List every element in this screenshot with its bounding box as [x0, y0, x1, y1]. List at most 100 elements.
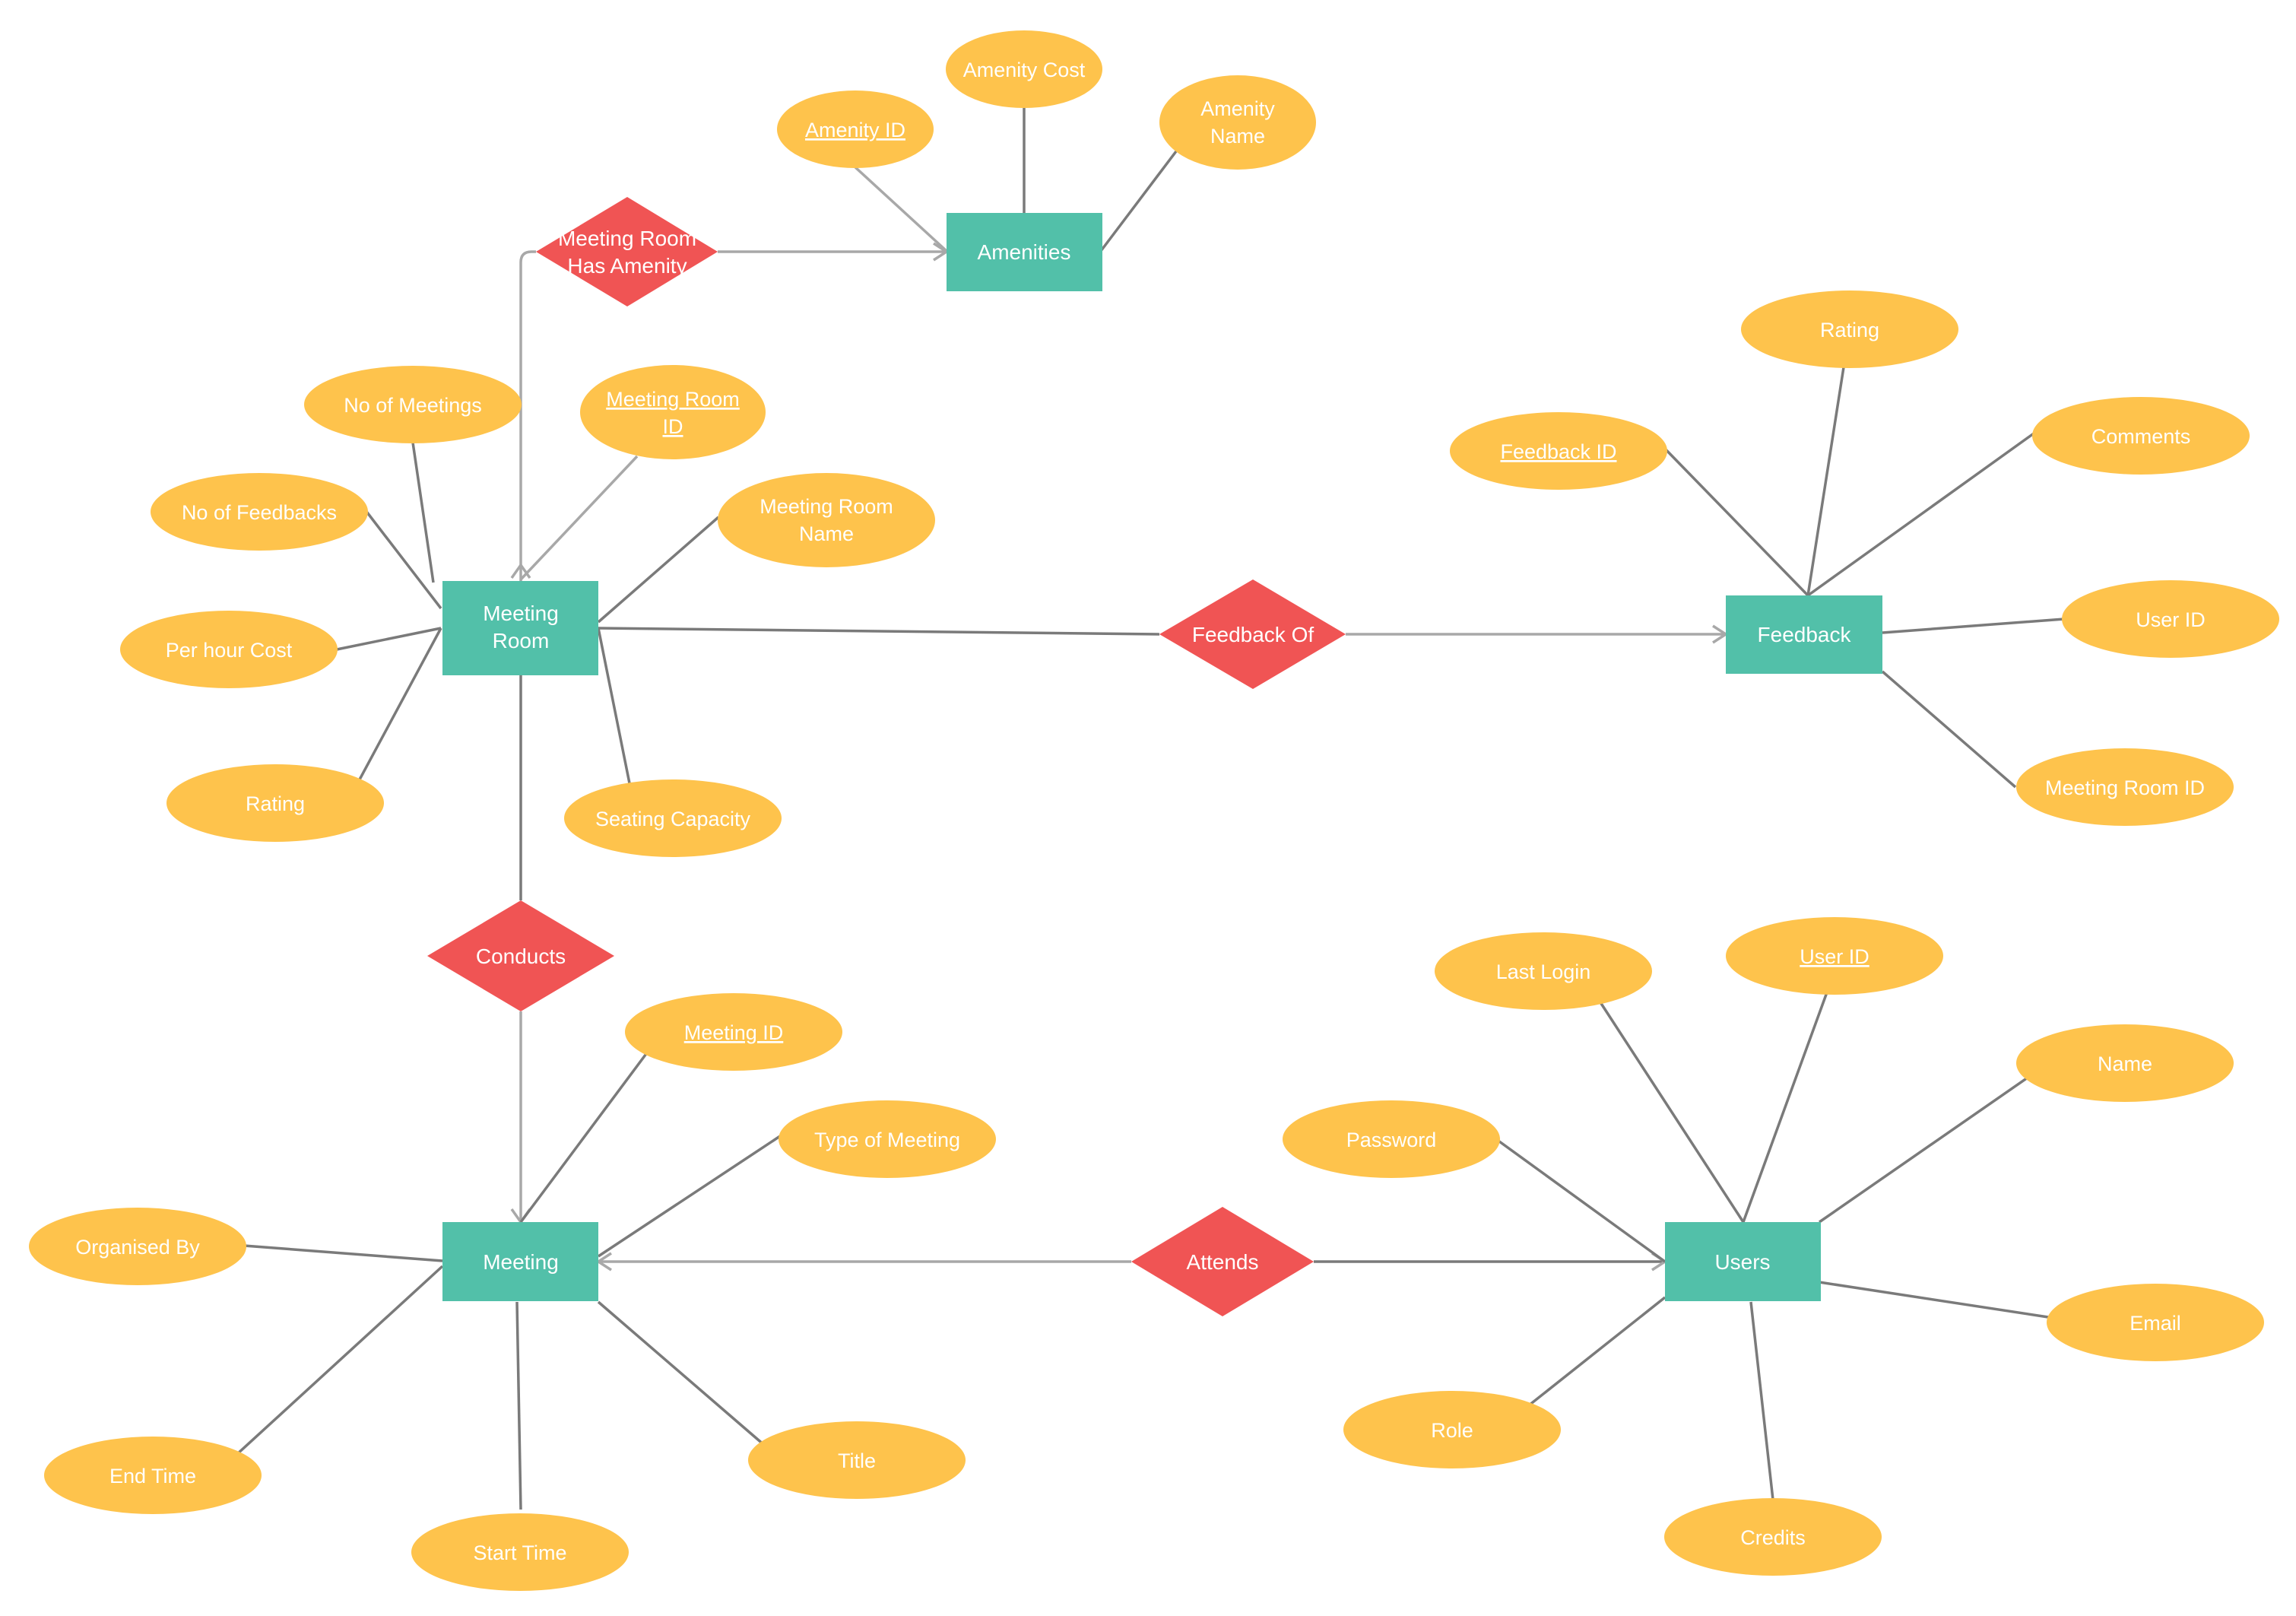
attribute-room-rating[interactable]: Rating	[166, 764, 384, 842]
edge-organised-by	[243, 1244, 443, 1262]
edge-no-of-meetings	[411, 442, 435, 583]
attribute-organised-by[interactable]: Organised By	[29, 1208, 246, 1285]
attribute-label: Name	[2098, 1052, 2152, 1075]
attribute-end-time[interactable]: End Time	[44, 1437, 262, 1514]
attribute-role[interactable]: Role	[1343, 1391, 1561, 1468]
entity-label: Amenities	[978, 240, 1071, 264]
edge-title	[597, 1300, 766, 1446]
entity-feedback[interactable]: Feedback	[1726, 595, 1882, 674]
attribute-label-line1: Amenity	[1200, 97, 1275, 120]
edge-end-time	[236, 1265, 444, 1456]
attribute-name[interactable]: Name	[2016, 1024, 2234, 1102]
relationship-has-amenity[interactable]: Meeting Room Has Amenity	[536, 197, 718, 306]
attribute-ellipse	[1283, 1100, 1500, 1178]
entity-users[interactable]: Users	[1665, 1222, 1821, 1301]
edge-room-feedbackof	[598, 627, 1160, 636]
attribute-label: Amenity Cost	[963, 59, 1086, 81]
relationship-feedback-of[interactable]: Feedback Of	[1159, 579, 1346, 689]
entity-amenities[interactable]: Amenities	[947, 213, 1102, 291]
attribute-no-of-feedbacks[interactable]: No of Feedbacks	[151, 473, 368, 551]
attribute-ellipse	[304, 366, 522, 443]
attribute-label-line2: ID	[663, 415, 683, 438]
edge-seating-capacity	[597, 627, 631, 784]
attribute-comments[interactable]: Comments	[2032, 397, 2250, 475]
attribute-start-time[interactable]: Start Time	[411, 1513, 629, 1591]
attribute-feedback-user-id[interactable]: User ID	[2062, 580, 2279, 658]
attribute-label: Last Login	[1496, 960, 1591, 983]
attribute-label: Title	[838, 1449, 876, 1472]
attribute-feedback-meeting-room-id[interactable]: Meeting Room ID	[2016, 748, 2234, 826]
attribute-type-of-meeting[interactable]: Type of Meeting	[779, 1100, 996, 1178]
edge-last-login	[1599, 1002, 1745, 1223]
relationship-conducts[interactable]: Conducts	[427, 900, 614, 1011]
attribute-credits[interactable]: Credits	[1664, 1498, 1882, 1576]
attribute-label: No of Feedbacks	[182, 501, 337, 524]
attribute-user-id[interactable]: User ID	[1726, 917, 1943, 995]
diamond-shape	[536, 197, 718, 306]
attribute-password[interactable]: Password	[1283, 1100, 1500, 1178]
attribute-label: Organised By	[75, 1236, 200, 1259]
entity-box	[442, 581, 598, 675]
attribute-ellipse	[44, 1437, 262, 1514]
attribute-amenity-id[interactable]: Amenity ID	[777, 90, 934, 168]
attribute-feedback-id[interactable]: Feedback ID	[1450, 412, 1667, 490]
edge-room-rating	[358, 627, 442, 780]
relationship-label-line2: Has Amenity	[567, 254, 687, 278]
attribute-meeting-room-name[interactable]: Meeting Room Name	[718, 473, 935, 567]
entity-label: Meeting	[483, 1250, 559, 1274]
attribute-label: Role	[1431, 1419, 1473, 1442]
attribute-label: Email	[2130, 1312, 2181, 1335]
entity-label: Feedback	[1758, 623, 1852, 646]
entity-meeting[interactable]: Meeting	[442, 1222, 598, 1301]
attribute-meeting-id[interactable]: Meeting ID	[625, 993, 842, 1071]
attribute-label: Start Time	[473, 1541, 566, 1564]
attribute-amenity-cost[interactable]: Amenity Cost	[946, 30, 1102, 108]
attribute-ellipse	[120, 611, 338, 688]
attribute-ellipse	[1741, 290, 1958, 368]
relationship-label: Feedback Of	[1192, 623, 1314, 646]
connector-lines	[236, 108, 2065, 1510]
attribute-ellipse	[1343, 1391, 1561, 1468]
attribute-email[interactable]: Email	[2047, 1284, 2264, 1361]
attribute-label-line2: Name	[1210, 125, 1265, 148]
entity-box	[1665, 1222, 1821, 1301]
attribute-label: Feedback ID	[1500, 440, 1616, 463]
edge-role	[1527, 1296, 1667, 1407]
attribute-ellipse	[777, 90, 934, 168]
attribute-ellipse	[1450, 412, 1667, 490]
attribute-last-login[interactable]: Last Login	[1435, 932, 1652, 1010]
attribute-label: Amenity ID	[805, 119, 905, 141]
attribute-ellipse	[748, 1421, 966, 1499]
attribute-ellipse	[29, 1208, 246, 1285]
attribute-label: Rating	[246, 792, 305, 815]
attribute-label: User ID	[2136, 608, 2206, 631]
relationship-attends[interactable]: Attends	[1131, 1207, 1314, 1316]
edge-password	[1495, 1138, 1667, 1263]
attribute-amenity-name[interactable]: Amenity Name	[1159, 75, 1316, 170]
edge-start-time	[515, 1301, 522, 1510]
attribute-ellipse	[1435, 932, 1652, 1010]
diamond-shape	[1131, 1207, 1314, 1316]
attribute-seating-capacity[interactable]: Seating Capacity	[564, 779, 782, 857]
attribute-feedback-rating[interactable]: Rating	[1741, 290, 1958, 368]
entity-meeting-room[interactable]: Meeting Room	[442, 581, 598, 675]
attribute-label: Credits	[1740, 1526, 1806, 1549]
attribute-ellipse	[564, 779, 782, 857]
attribute-per-hour-cost[interactable]: Per hour Cost	[120, 611, 338, 688]
attribute-ellipse	[625, 993, 842, 1071]
edge-meeting-room-name	[597, 516, 720, 624]
attribute-label: No of Meetings	[344, 394, 482, 417]
attribute-ellipse	[166, 764, 384, 842]
edge-per-hour-cost	[336, 627, 442, 651]
entity-box	[947, 213, 1102, 291]
attribute-label: Rating	[1820, 319, 1879, 341]
edge-fb-user-id	[1882, 618, 2065, 634]
edge-fb-meeting-room-id	[1881, 670, 2017, 789]
attribute-title[interactable]: Title	[748, 1421, 966, 1499]
attribute-no-of-meetings[interactable]: No of Meetings	[304, 366, 522, 443]
attribute-ellipse	[2047, 1284, 2264, 1361]
attribute-meeting-room-id[interactable]: Meeting Room ID	[580, 365, 766, 459]
edge-room-hasamenity	[519, 250, 536, 628]
diamond-shape	[427, 900, 614, 1011]
